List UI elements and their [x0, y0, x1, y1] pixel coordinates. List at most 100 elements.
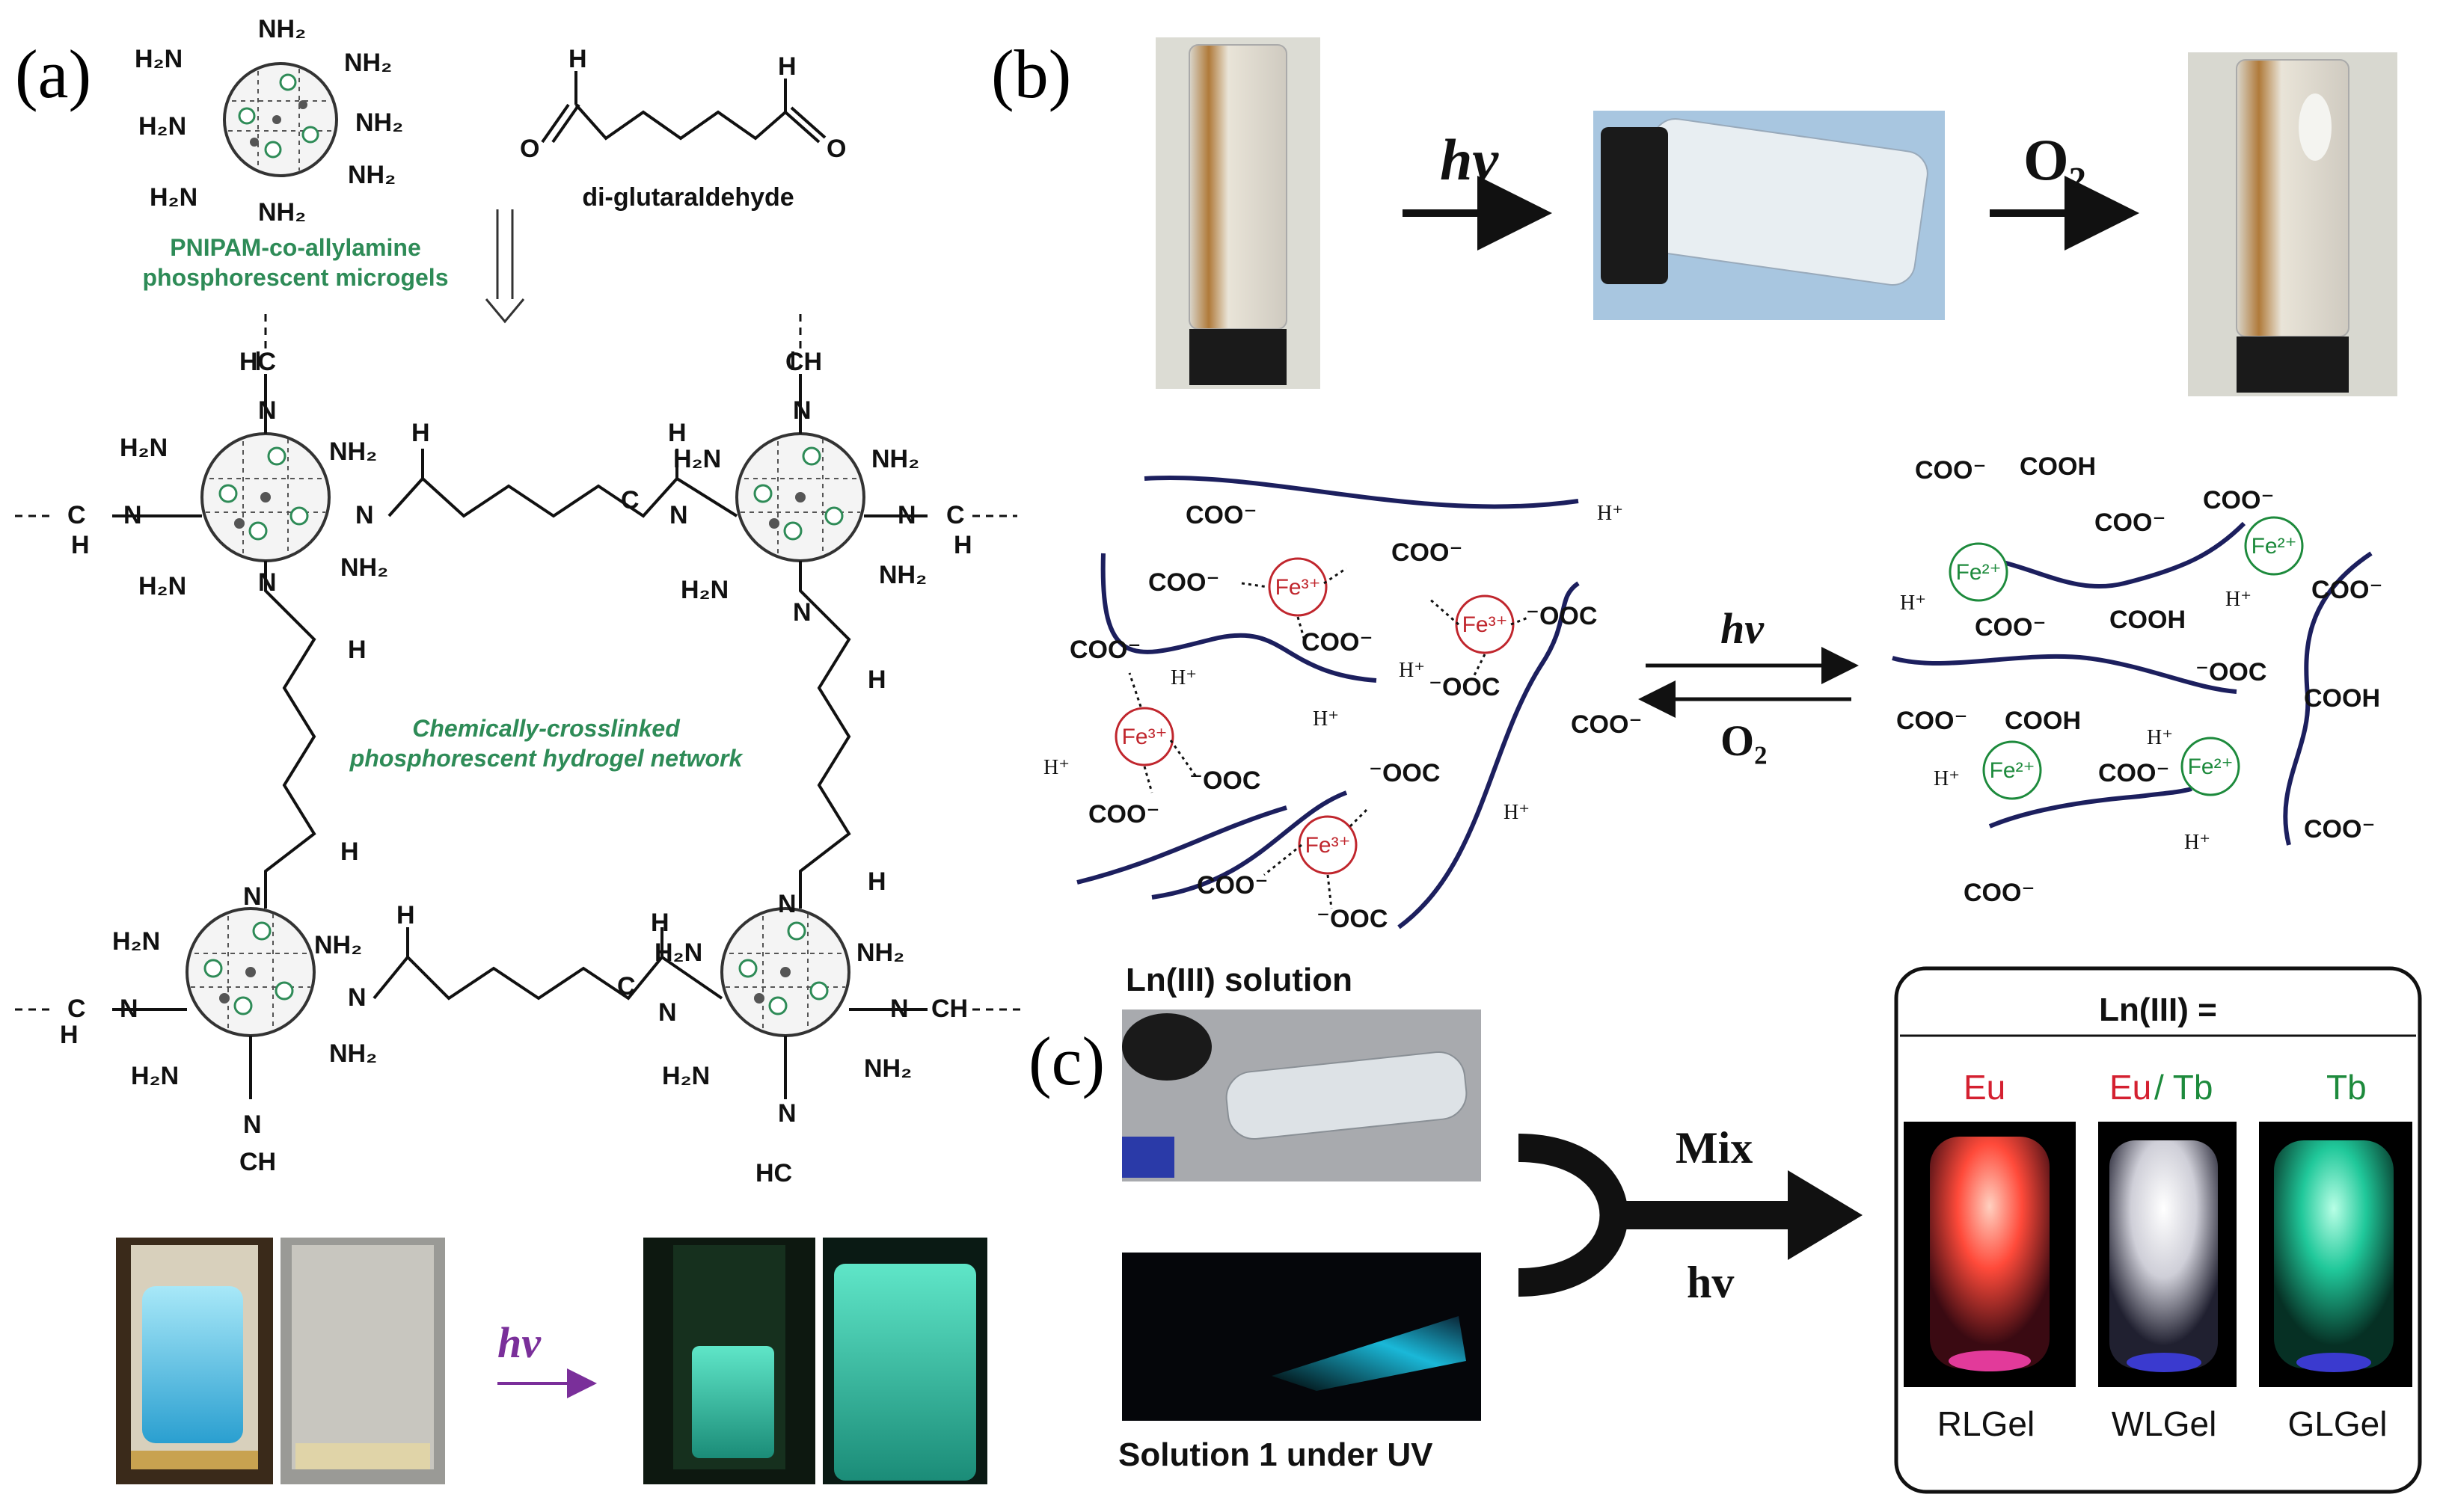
carboxylate-label: COO⁻: [1975, 613, 2046, 642]
amine-label: NH₂: [314, 931, 362, 959]
hv-label-top: hv: [1440, 127, 1499, 192]
crosslink-bonds: [15, 314, 1025, 1391]
coordination-dots: [1128, 567, 1530, 909]
n-label: N: [355, 501, 374, 529]
fe2-ion: [1982, 740, 2042, 800]
h-label: H: [868, 666, 886, 694]
fe2-ion: [2244, 516, 2304, 576]
amine-label: NH₂: [348, 161, 396, 189]
amine-label: H₂N: [681, 576, 729, 604]
amine-label: H₂N: [150, 183, 197, 212]
h-label: H: [868, 867, 886, 896]
n-label: N: [658, 998, 677, 1027]
amine-label: H₂N: [673, 445, 721, 473]
glgel-label: GLGel: [2288, 1404, 2388, 1443]
green-gel-vial: [2274, 1140, 2394, 1372]
n-label: N: [778, 890, 797, 918]
network-microgel: [735, 432, 865, 562]
panel-label-c: (c): [1029, 1023, 1105, 1099]
gel-photo-green-large: [823, 1238, 987, 1484]
mix-arrow: [1518, 1134, 1863, 1297]
carboxylate-label: ⁻OOC: [2195, 658, 2266, 686]
fe3-ion: [1298, 815, 1358, 875]
hv-label: hv: [497, 1318, 542, 1367]
fe2-label: Fe²⁺: [2252, 534, 2297, 559]
h-label: H: [71, 531, 90, 559]
carboxylate-label: COO⁻: [1070, 636, 1141, 664]
c-n-label: C: [617, 972, 636, 1001]
h-label: H: [396, 901, 415, 929]
n-label: N: [258, 568, 277, 597]
carboxylate-label: COO⁻: [2304, 815, 2375, 843]
eu-tb-label-eu: Eu: [2109, 1068, 2151, 1107]
reaction-arrow-down: [485, 209, 525, 324]
n-label: N: [123, 501, 142, 529]
proton-label: H⁺: [1313, 707, 1339, 731]
carboxylate-label: COO⁻: [2311, 576, 2382, 604]
fe2-label: Fe²⁺: [1956, 560, 2002, 585]
carboxylate-label: ⁻OOC: [1189, 766, 1260, 795]
amine-label: NH₂: [258, 198, 306, 227]
proton-label: H⁺: [1597, 502, 1623, 525]
proton-label: H⁺: [1399, 659, 1425, 682]
panel-c: Ln(III) solution Solution 1 under UV Mix…: [1118, 962, 2422, 1494]
vial-photo-initial: [1156, 37, 1320, 389]
white-gel-vial: [2109, 1140, 2218, 1372]
panel-label-b: (b): [991, 36, 1071, 112]
n-label: N: [669, 501, 688, 529]
carboxylate-label: COO⁻: [1148, 568, 1219, 597]
carboxylic-acid-label: COOH: [2005, 707, 2081, 735]
o2-label-mid: O₂: [1720, 716, 1768, 765]
carboxylate-label: COO⁻: [1571, 710, 1642, 739]
carboxylate-label: ⁻OOC: [1429, 673, 1500, 701]
amine-label: H₂N: [655, 938, 702, 967]
ln-solution-label: Ln(III) solution: [1126, 962, 1352, 998]
hc-label: HC: [755, 1159, 792, 1187]
n-label: N: [793, 598, 812, 627]
amine-label: NH₂: [879, 561, 927, 589]
h-label: H: [954, 531, 972, 559]
amine-label: H₂N: [138, 112, 186, 141]
polymer-chains-left: [1076, 476, 1580, 929]
carboxylate-label: COO⁻: [1197, 871, 1268, 900]
fe2-ion: [1949, 542, 2008, 602]
h-label: H: [340, 838, 359, 866]
amine-label: NH₂: [871, 445, 919, 473]
glutaraldehyde-label: di-glutaraldehyde: [582, 183, 794, 212]
amine-label: NH₂: [258, 15, 306, 43]
network-caption-line1: Chemically-crosslinked: [412, 715, 681, 742]
amine-label: H₂N: [112, 927, 160, 956]
c-n-label: C: [67, 995, 86, 1023]
carboxylate-label: ⁻OOC: [1369, 759, 1440, 787]
ch-label: CH: [931, 995, 968, 1023]
carboxylate-label: COO⁻: [1896, 707, 1967, 735]
panel-b: hv O₂ Fe³⁺ Fe³⁺ Fe³⁺ Fe³⁺ COO⁻: [1043, 37, 2397, 933]
network-microgel: [186, 907, 316, 1037]
h-label: H: [60, 1021, 79, 1049]
carboxylate-label: COO⁻: [1964, 879, 2035, 907]
amine-label: H₂N: [662, 1062, 710, 1090]
h-label: H: [651, 909, 669, 937]
wlgel-label: WLGel: [2112, 1404, 2217, 1443]
carboxylate-label: ⁻OOC: [1526, 602, 1597, 630]
glutaraldehyde-structure: [541, 71, 827, 144]
polymer-chains-right: [1892, 521, 2373, 846]
hc-label: HC: [239, 348, 276, 376]
hv-label-c: hv: [1687, 1258, 1734, 1307]
carboxylate-label: COO⁻: [2094, 508, 2165, 537]
proton-label: H⁺: [1171, 666, 1197, 689]
amine-label: H₂N: [138, 572, 186, 600]
c-n-label: C: [67, 501, 86, 529]
proton-label: H⁺: [1934, 767, 1960, 790]
carboxylate-label: COO⁻: [1088, 800, 1159, 829]
hv-label-mid: hv: [1720, 604, 1765, 653]
tb-label: Tb: [2326, 1068, 2367, 1107]
carboxylic-acid-label: COOH: [2304, 684, 2380, 713]
ch-label: CH: [785, 348, 822, 376]
proton-label: H⁺: [2147, 726, 2173, 749]
microgel-caption-line2: phosphorescent microgels: [143, 264, 449, 291]
fe3-label: Fe³⁺: [1275, 575, 1321, 600]
proton-label: H⁺: [2225, 588, 2252, 611]
amine-label: H₂N: [120, 434, 168, 462]
